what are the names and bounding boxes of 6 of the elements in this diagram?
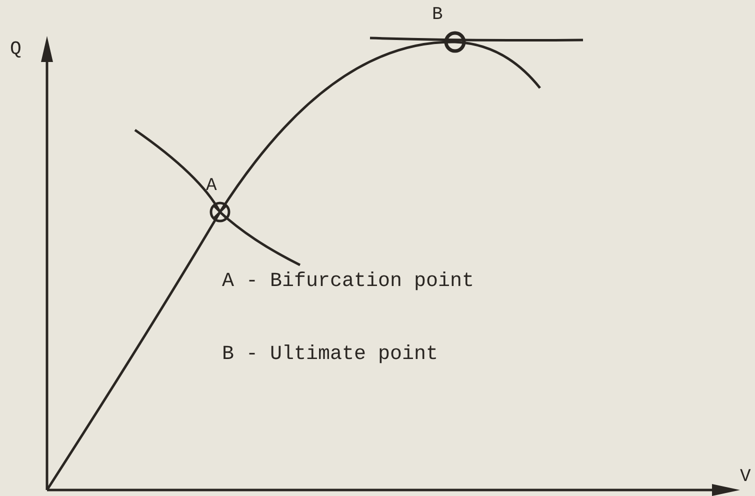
legend-note: A - Bifurcation point (222, 272, 474, 292)
axis-label: V (740, 468, 751, 486)
legend-note: B - Ultimate point (222, 345, 438, 365)
axis-label: Q (10, 40, 22, 59)
point-label: A (206, 177, 217, 195)
point-label: B (432, 6, 443, 24)
